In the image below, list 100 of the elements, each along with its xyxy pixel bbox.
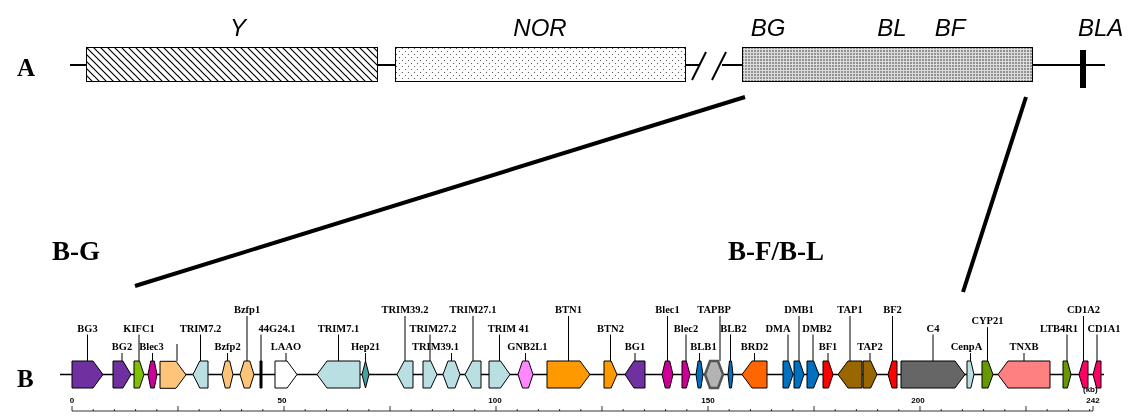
gene-symbol xyxy=(901,361,965,388)
gene-label: TRIM39.1 xyxy=(412,340,459,353)
leader-line xyxy=(869,352,871,362)
leader-line xyxy=(892,315,893,362)
gene-symbol xyxy=(863,361,877,388)
leader-line xyxy=(1083,315,1084,362)
gene-symbol xyxy=(1093,361,1101,388)
gene-label: TAP1 xyxy=(837,303,863,316)
gene-symbol xyxy=(1063,361,1071,388)
region-label: Y xyxy=(230,14,246,42)
region-label: BF xyxy=(934,14,966,42)
gene-symbol xyxy=(113,361,131,388)
leader-line xyxy=(812,334,814,362)
gene-label: LTB4R1 xyxy=(1039,321,1079,335)
gene-label: DMA xyxy=(765,321,791,335)
leader-line xyxy=(1096,334,1098,362)
panel-letter: A xyxy=(17,55,36,80)
unit-label: (kb) xyxy=(1083,386,1098,394)
gene-symbol xyxy=(547,361,590,388)
region-label: NOR xyxy=(513,14,567,42)
gene-symbol xyxy=(148,361,157,388)
gene-symbol xyxy=(134,361,144,388)
gene-symbol xyxy=(465,361,481,388)
gene-symbol xyxy=(982,361,993,388)
leader-line xyxy=(699,352,700,362)
gene-label: Blec2 xyxy=(673,321,699,335)
scale-tick-label: 242 xyxy=(1086,397,1100,405)
gene-symbol xyxy=(72,361,103,388)
leader-line xyxy=(1023,352,1025,362)
leader-line xyxy=(798,315,800,362)
leader-line xyxy=(200,334,201,362)
region-label: BG xyxy=(750,14,786,42)
gene-label: CD1A1 xyxy=(1087,321,1121,335)
gene-symbol xyxy=(222,361,233,388)
gene-label: TAPBP xyxy=(697,303,731,316)
leader-line xyxy=(730,334,731,362)
gene-label: DMB2 xyxy=(802,321,832,335)
leader-line xyxy=(667,315,668,362)
gene-label: CYP21 xyxy=(971,314,1004,328)
gene-symbol xyxy=(275,361,297,388)
gene-label: Bzfp2 xyxy=(214,340,241,353)
gene-label: TAP2 xyxy=(857,340,883,353)
leader-line xyxy=(260,334,262,362)
leader-line xyxy=(451,352,452,362)
gene-symbol xyxy=(742,361,767,388)
gene-label: BTN2 xyxy=(597,321,624,335)
gene-symbol xyxy=(625,361,645,388)
gene-symbol xyxy=(794,361,804,388)
gene-symbol xyxy=(823,361,833,388)
panel-letter: B xyxy=(17,366,34,391)
gene-label: BF2 xyxy=(883,303,902,316)
gene-label: 44G24.1 xyxy=(258,321,296,335)
gene-label: GNB2L1 xyxy=(507,340,548,353)
leader-line xyxy=(987,326,988,362)
gene-symbol xyxy=(838,361,862,388)
scale-tick-label: 50 xyxy=(277,397,287,405)
leader-line xyxy=(849,315,851,362)
leader-line xyxy=(404,315,406,362)
region-label: BLA xyxy=(1078,14,1124,42)
gene-label: Bzfp1 xyxy=(233,303,261,316)
gene-symbol xyxy=(728,361,733,388)
gene-label: KIFC1 xyxy=(123,321,155,335)
gene-label: TRIM 41 xyxy=(487,321,530,335)
gene-label: BG2 xyxy=(111,340,133,353)
gene-symbol xyxy=(489,361,510,388)
gene-symbol xyxy=(998,361,1050,388)
gene-symbol xyxy=(705,361,723,388)
leader-line xyxy=(719,315,721,362)
leader-line xyxy=(685,334,687,362)
gene-symbol xyxy=(317,361,360,388)
gene-symbol xyxy=(888,361,897,388)
gene-label: Hep21 xyxy=(350,340,381,353)
gene-symbol xyxy=(682,361,690,388)
leader-line xyxy=(787,334,789,362)
gene-label: Blec3 xyxy=(139,340,164,353)
gene-symbol xyxy=(807,361,819,388)
gene-label: TNXB xyxy=(1009,340,1039,353)
gene-label: TRIM7.1 xyxy=(317,321,360,335)
gene-symbol xyxy=(518,361,533,388)
gene-label: DMB1 xyxy=(784,303,814,316)
gene-symbol xyxy=(662,361,673,388)
gene-label: BG3 xyxy=(77,321,98,335)
gene-label: BTN1 xyxy=(555,303,582,316)
cluster-label: B-F/B-L xyxy=(728,238,824,265)
leader-line xyxy=(285,352,287,362)
gene-label: Blec1 xyxy=(655,303,680,316)
leader-line xyxy=(634,352,636,362)
gene-symbol xyxy=(193,361,208,388)
gene-label: TRIM27.1 xyxy=(449,303,497,316)
gene-label: TRIM27.2 xyxy=(409,321,457,335)
leader-line xyxy=(152,352,153,362)
gene-label: C4 xyxy=(926,321,940,335)
gene-symbol xyxy=(443,361,460,388)
leader-line xyxy=(227,352,228,362)
scale-tick-label: 100 xyxy=(488,397,502,405)
scale-tick-label: 0 xyxy=(69,397,75,405)
leader-line xyxy=(246,315,248,362)
leader-line xyxy=(970,352,971,362)
gene-label: BG1 xyxy=(624,340,646,353)
leader-line xyxy=(1066,334,1068,362)
